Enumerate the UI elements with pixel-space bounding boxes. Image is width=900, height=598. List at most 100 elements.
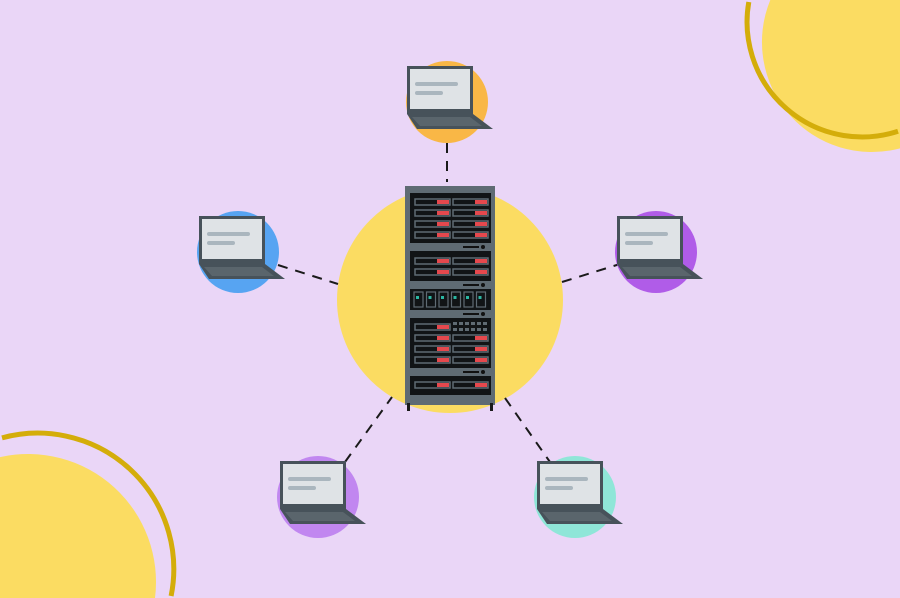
laptop-screen (540, 464, 600, 504)
drive-led (437, 336, 449, 340)
vent-hole (453, 322, 457, 325)
drive-bay (450, 291, 462, 308)
rack-screw (481, 283, 485, 287)
drive-led (437, 222, 449, 226)
bay-led (441, 296, 444, 299)
rack-handle (463, 284, 479, 286)
laptop-right (615, 211, 703, 293)
vent-hole (477, 328, 481, 331)
bay-led (416, 296, 419, 299)
drive-slot (414, 268, 451, 276)
clients (197, 61, 703, 538)
screen-line (288, 477, 331, 481)
drive-led (475, 270, 487, 274)
drive-led (475, 336, 487, 340)
drive-led (475, 347, 487, 351)
laptop-keyboard (412, 117, 482, 126)
vent-hole (471, 328, 475, 331)
drive-slot (414, 209, 451, 217)
bay-led (466, 296, 469, 299)
drive-led (475, 222, 487, 226)
drive-slot (452, 381, 489, 389)
drive-slot (414, 323, 451, 331)
drive-slot (414, 381, 451, 389)
vent-hole (453, 328, 457, 331)
drive-slot (414, 220, 451, 228)
rack-screw (481, 312, 485, 316)
drive-led (475, 233, 487, 237)
rack-handle (463, 246, 479, 248)
drive-slot (452, 356, 489, 364)
vent-hole (483, 322, 487, 325)
drive-slot (452, 220, 489, 228)
deco-ring-bottom-left (1, 430, 177, 597)
drive-slot (414, 257, 451, 265)
drive-slot (452, 209, 489, 217)
bay-led (453, 296, 457, 299)
screen-line (545, 486, 573, 490)
drive-led (437, 259, 449, 263)
laptop-left (197, 211, 285, 293)
laptop-keyboard (204, 267, 274, 276)
drive-slot (414, 334, 451, 342)
screen-line (207, 241, 235, 245)
drive-slot (414, 231, 451, 239)
rack-foot (407, 403, 410, 411)
drive-led (475, 383, 487, 387)
drive-led (475, 358, 487, 362)
connection-bottom-right (504, 397, 551, 463)
rack-handle (463, 313, 479, 315)
vent-hole (459, 322, 463, 325)
bay-led (428, 296, 432, 299)
drive-bay (463, 291, 474, 308)
laptop-screen (283, 464, 343, 504)
drive-slot (452, 268, 489, 276)
rack-foot (490, 403, 493, 411)
drive-slot (414, 198, 451, 206)
rack-unit (410, 251, 491, 281)
laptop-keyboard (285, 512, 355, 521)
drive-slot (414, 356, 451, 364)
connection-right (561, 263, 621, 283)
drive-led (475, 211, 487, 215)
drive-bay (438, 291, 449, 308)
vent-hole (465, 328, 469, 331)
drive-bay (413, 291, 424, 308)
laptop-screen (410, 69, 470, 109)
bay-led (478, 296, 482, 299)
vent-hole (483, 328, 487, 331)
drive-slot (452, 257, 489, 265)
rack-unit-bays (410, 289, 491, 310)
screen-line (415, 82, 458, 86)
screen-line (415, 91, 443, 95)
laptop-keyboard (542, 512, 612, 521)
laptop-screen (620, 219, 680, 259)
connection-left (277, 264, 339, 285)
drive-led (437, 383, 449, 387)
drive-led (437, 200, 449, 204)
drive-led (437, 270, 449, 274)
drive-led (437, 347, 449, 351)
drive-led (475, 200, 487, 204)
rack-screw (481, 370, 485, 374)
drive-bay (475, 291, 487, 308)
screen-line (288, 486, 316, 490)
drive-slot (452, 334, 489, 342)
vent-hole (471, 322, 475, 325)
screen-line (545, 477, 588, 481)
vent-hole (465, 322, 469, 325)
rack-handle (463, 371, 479, 373)
vent-hole (477, 322, 481, 325)
laptop-top (406, 61, 493, 143)
drive-led (475, 259, 487, 263)
drive-slot (414, 345, 451, 353)
server-rack-icon (405, 186, 495, 411)
laptop-bottom-right (534, 456, 623, 538)
drive-led (437, 211, 449, 215)
rack-screw (481, 245, 485, 249)
connection-bottom-left (344, 396, 393, 463)
screen-line (625, 232, 668, 236)
drive-bay (425, 291, 437, 308)
drive-led (437, 358, 449, 362)
